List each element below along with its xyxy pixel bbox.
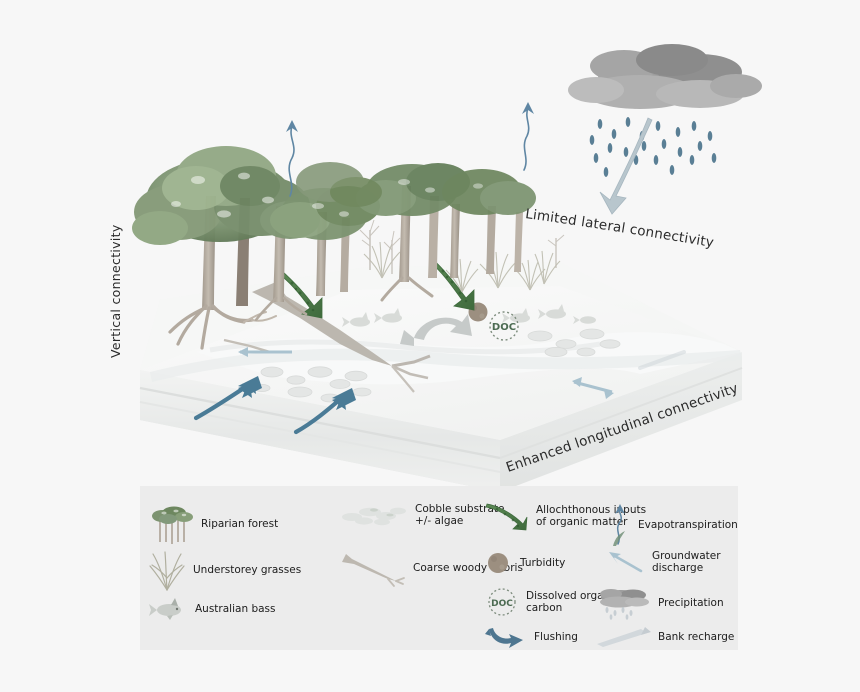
tree-trunk <box>450 204 460 278</box>
cobble-icon <box>342 507 406 526</box>
legend-label-evapotranspiration: Evapotranspiration <box>638 519 738 531</box>
legend-label-dissolved-organic-carbon: Dissolved organic carbon <box>526 590 619 614</box>
block-right-face <box>500 352 742 492</box>
legend-label-riparian-forest: Riparian forest <box>201 518 279 530</box>
bare-trees-group <box>359 219 565 274</box>
tree-canopy <box>132 146 320 245</box>
legend-label-bank-recharge: Bank recharge <box>658 631 735 643</box>
legend-item-understorey-grasses[interactable]: Understorey grasses <box>148 548 301 592</box>
legend-item-cobble-substrate[interactable]: Cobble substrate +/- algae <box>340 500 505 530</box>
legend-panel: Riparian forest Understorey grasses Aust… <box>140 486 738 650</box>
legend-item-australian-bass[interactable]: Australian bass <box>148 598 275 620</box>
legend-item-coarse-woody-debris[interactable]: Coarse woody debris <box>340 548 523 588</box>
tree-trunk <box>514 212 523 272</box>
tree-cluster-icon <box>152 506 193 544</box>
legend-label-precipitation: Precipitation <box>658 597 724 609</box>
legend-label-flushing: Flushing <box>534 631 578 643</box>
legend-label-understorey-grasses: Understorey grasses <box>193 564 302 576</box>
rain-cloud-icon <box>600 589 649 620</box>
turbidity-blob-icon <box>488 553 508 573</box>
legend-label-turbidity: Turbidity <box>520 557 566 569</box>
coarse-woody-debris <box>252 282 431 393</box>
fish <box>573 316 596 324</box>
bank-recharge-scene <box>638 350 686 370</box>
evapotranspiration-arrows <box>288 107 530 197</box>
legend-item-flushing[interactable]: Flushing <box>485 626 578 648</box>
wet-bank-strip <box>150 348 742 382</box>
rain-drops <box>589 117 717 177</box>
flow-arrowhead-2 <box>332 388 356 410</box>
australian-bass-group <box>342 304 596 327</box>
tree-trunk <box>486 206 496 274</box>
leaf-arrow-icon <box>485 503 528 531</box>
groundwater-arrow-icon <box>609 552 643 573</box>
fish <box>502 308 530 323</box>
legend-item-groundwater-discharge[interactable]: Groundwater discharge <box>605 550 738 574</box>
fish <box>342 312 370 327</box>
legend-item-bank-recharge[interactable]: Bank recharge <box>595 626 734 648</box>
flushing-arrow-icon <box>485 628 523 648</box>
rain-cloud <box>568 44 762 109</box>
block-front-shade <box>140 370 500 492</box>
tree-canopy <box>442 169 536 215</box>
legend-label-groundwater-discharge: Groundwater discharge <box>652 550 721 574</box>
legend-item-allochthonous-inputs[interactable]: Allochthonous inputs of organic matter <box>485 500 646 532</box>
legend-item-dissolved-organic-carbon[interactable]: DOC Dissolved organic carbon <box>485 586 619 618</box>
legend-item-precipitation[interactable]: Precipitation <box>595 586 724 620</box>
legend-label-australian-bass: Australian bass <box>195 603 276 615</box>
legend-item-evapotranspiration[interactable]: Evapotranspiration <box>605 504 738 546</box>
svg-text:DOC: DOC <box>491 599 513 609</box>
allochthonous-arrow-left <box>278 269 323 319</box>
coarse-woody-debris-secondary <box>223 338 271 354</box>
legend-item-turbidity[interactable]: Turbidity <box>485 550 565 576</box>
legend-label-allochthonous-inputs: Allochthonous inputs of organic matter <box>536 504 647 528</box>
strata-line-3 <box>499 367 743 459</box>
stream-thalweg <box>209 339 601 355</box>
bank-recharge-icon <box>597 627 651 647</box>
doc-marker: DOC <box>489 311 519 341</box>
allochthonous-arrow-right <box>429 257 475 311</box>
grass-tuft-icon <box>149 551 185 591</box>
evapotranspiration-arrowheads <box>286 102 534 132</box>
canopy-group <box>132 146 536 245</box>
doc-circle-icon: DOC <box>488 588 516 616</box>
doc-marker-label: DOC <box>492 322 516 333</box>
fish-icon <box>149 598 181 620</box>
limited-lateral-arrow <box>599 117 653 215</box>
groundwater-arrowheads <box>238 347 614 399</box>
tree-trunk <box>428 196 439 278</box>
flow-arrowhead-1 <box>238 376 262 398</box>
woody-debris-icon <box>342 554 405 587</box>
label-vertical-connectivity: Vertical connectivity <box>108 224 123 358</box>
fish <box>538 304 566 319</box>
block-terrace <box>140 262 742 370</box>
fish <box>374 308 402 323</box>
strata-line-1 <box>139 386 501 460</box>
flushing-arrow-scene <box>400 314 472 346</box>
evapotranspiration-icon <box>613 504 625 546</box>
legend-item-riparian-forest[interactable]: Riparian forest <box>148 502 278 546</box>
tree-canopy <box>296 162 382 207</box>
